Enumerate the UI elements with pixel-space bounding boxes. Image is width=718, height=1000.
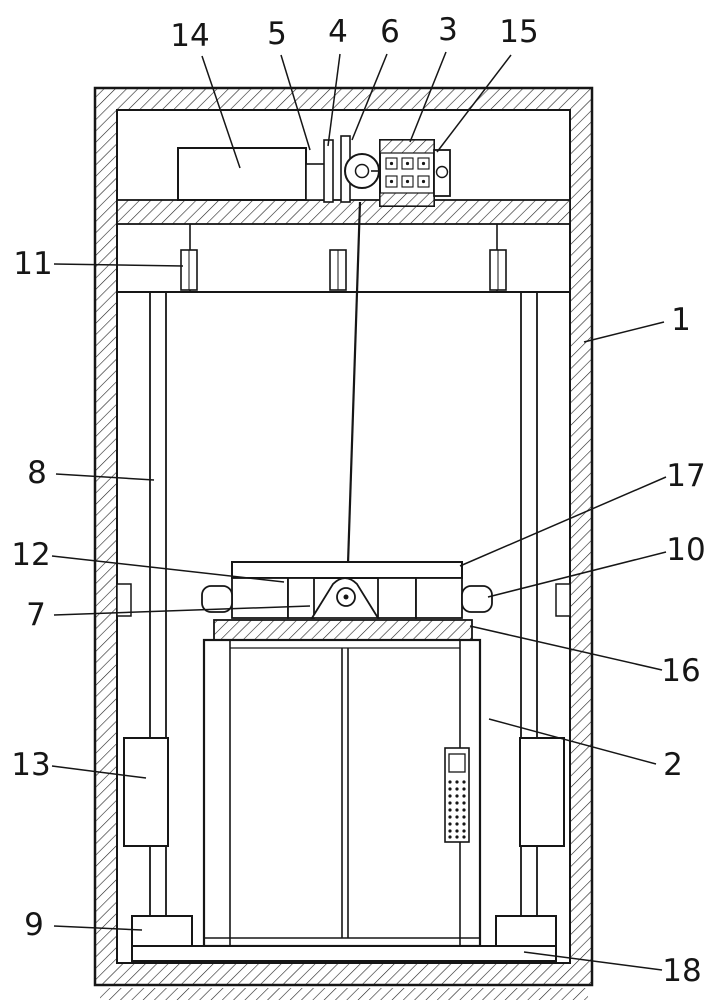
guide-shoe-right	[461, 585, 493, 613]
label-13: 13	[11, 747, 50, 783]
label-15: 15	[499, 14, 538, 50]
car-operating-panel	[444, 747, 470, 843]
leader-9	[53, 925, 143, 931]
leader-6	[351, 53, 388, 141]
guide-shoe-left	[201, 585, 233, 613]
leader-2	[488, 718, 657, 765]
rail-foot-left	[131, 915, 193, 947]
hoistway-wall	[93, 86, 594, 1000]
label-7: 7	[26, 597, 46, 633]
hoist-cable	[345, 201, 362, 595]
sling-block-right-inner	[377, 577, 417, 619]
leader-15	[436, 54, 512, 153]
label-6: 6	[380, 14, 400, 50]
label-12: 12	[11, 537, 50, 573]
leader-17	[459, 476, 667, 567]
label-3: 3	[438, 12, 458, 48]
guide-rail-right	[520, 292, 538, 946]
label-1: 1	[671, 302, 691, 338]
leader-7	[53, 605, 311, 616]
rail-bracket-top-right	[489, 249, 507, 291]
label-16: 16	[661, 653, 700, 689]
label-17: 17	[666, 458, 705, 494]
leader-lines	[51, 51, 667, 971]
label-14: 14	[170, 18, 209, 54]
sling-block-left	[231, 577, 289, 619]
header-frame	[117, 224, 570, 293]
leader-1	[583, 321, 665, 343]
label-4: 4	[328, 14, 348, 50]
rail-bracket-top-center	[329, 249, 347, 291]
rail-counter-block-left	[123, 737, 169, 847]
rail-foot-right	[495, 915, 557, 947]
sling-block-right	[415, 577, 463, 619]
traction-motor	[379, 139, 435, 207]
leader-5	[280, 54, 311, 151]
leader-16	[469, 625, 663, 671]
guide-rail-left	[149, 292, 167, 946]
car-sling	[201, 561, 493, 619]
panel-keypad	[448, 780, 466, 839]
label-5: 5	[267, 16, 287, 52]
leader-4	[327, 53, 341, 147]
label-11: 11	[13, 246, 52, 282]
machine-room-floor-beam	[116, 199, 571, 225]
rail-bracket-top-left	[180, 249, 198, 291]
leader-10	[487, 551, 667, 598]
leader-8	[55, 473, 155, 481]
ground-hatch	[100, 988, 588, 1000]
panel-display	[448, 753, 466, 773]
controller-cabinet	[177, 147, 307, 201]
label-10: 10	[666, 532, 705, 568]
sling-top-plate	[231, 561, 463, 579]
leader-13	[51, 765, 147, 779]
rope-hitch-pin-center	[343, 594, 349, 600]
label-2: 2	[663, 747, 683, 783]
pit-base-platform	[131, 945, 557, 962]
pit-assembly	[131, 915, 557, 962]
leader-12	[51, 555, 285, 583]
reference-labels: 14 5 4 6 3 15 11 1 8 17 12 10 7 16 13 2 …	[11, 12, 705, 989]
bearing-plate-left	[323, 139, 334, 203]
traction-sheave	[344, 153, 380, 189]
label-18: 18	[662, 953, 701, 989]
leader-14	[201, 55, 241, 169]
elevator-car	[202, 638, 482, 948]
wall-bracket-left	[116, 583, 132, 617]
label-8: 8	[27, 455, 47, 491]
motor-end-cap	[433, 149, 451, 197]
sling-block-left-inner	[287, 577, 315, 619]
motor-base-block	[305, 163, 327, 201]
wall-bracket-right	[555, 583, 571, 617]
leader-11	[53, 263, 184, 267]
label-9: 9	[24, 907, 44, 943]
machine-room	[177, 135, 451, 207]
rail-counter-block-right	[519, 737, 565, 847]
leader-18	[523, 951, 663, 971]
leader-3	[409, 51, 447, 143]
crosshead-beam	[213, 619, 473, 641]
